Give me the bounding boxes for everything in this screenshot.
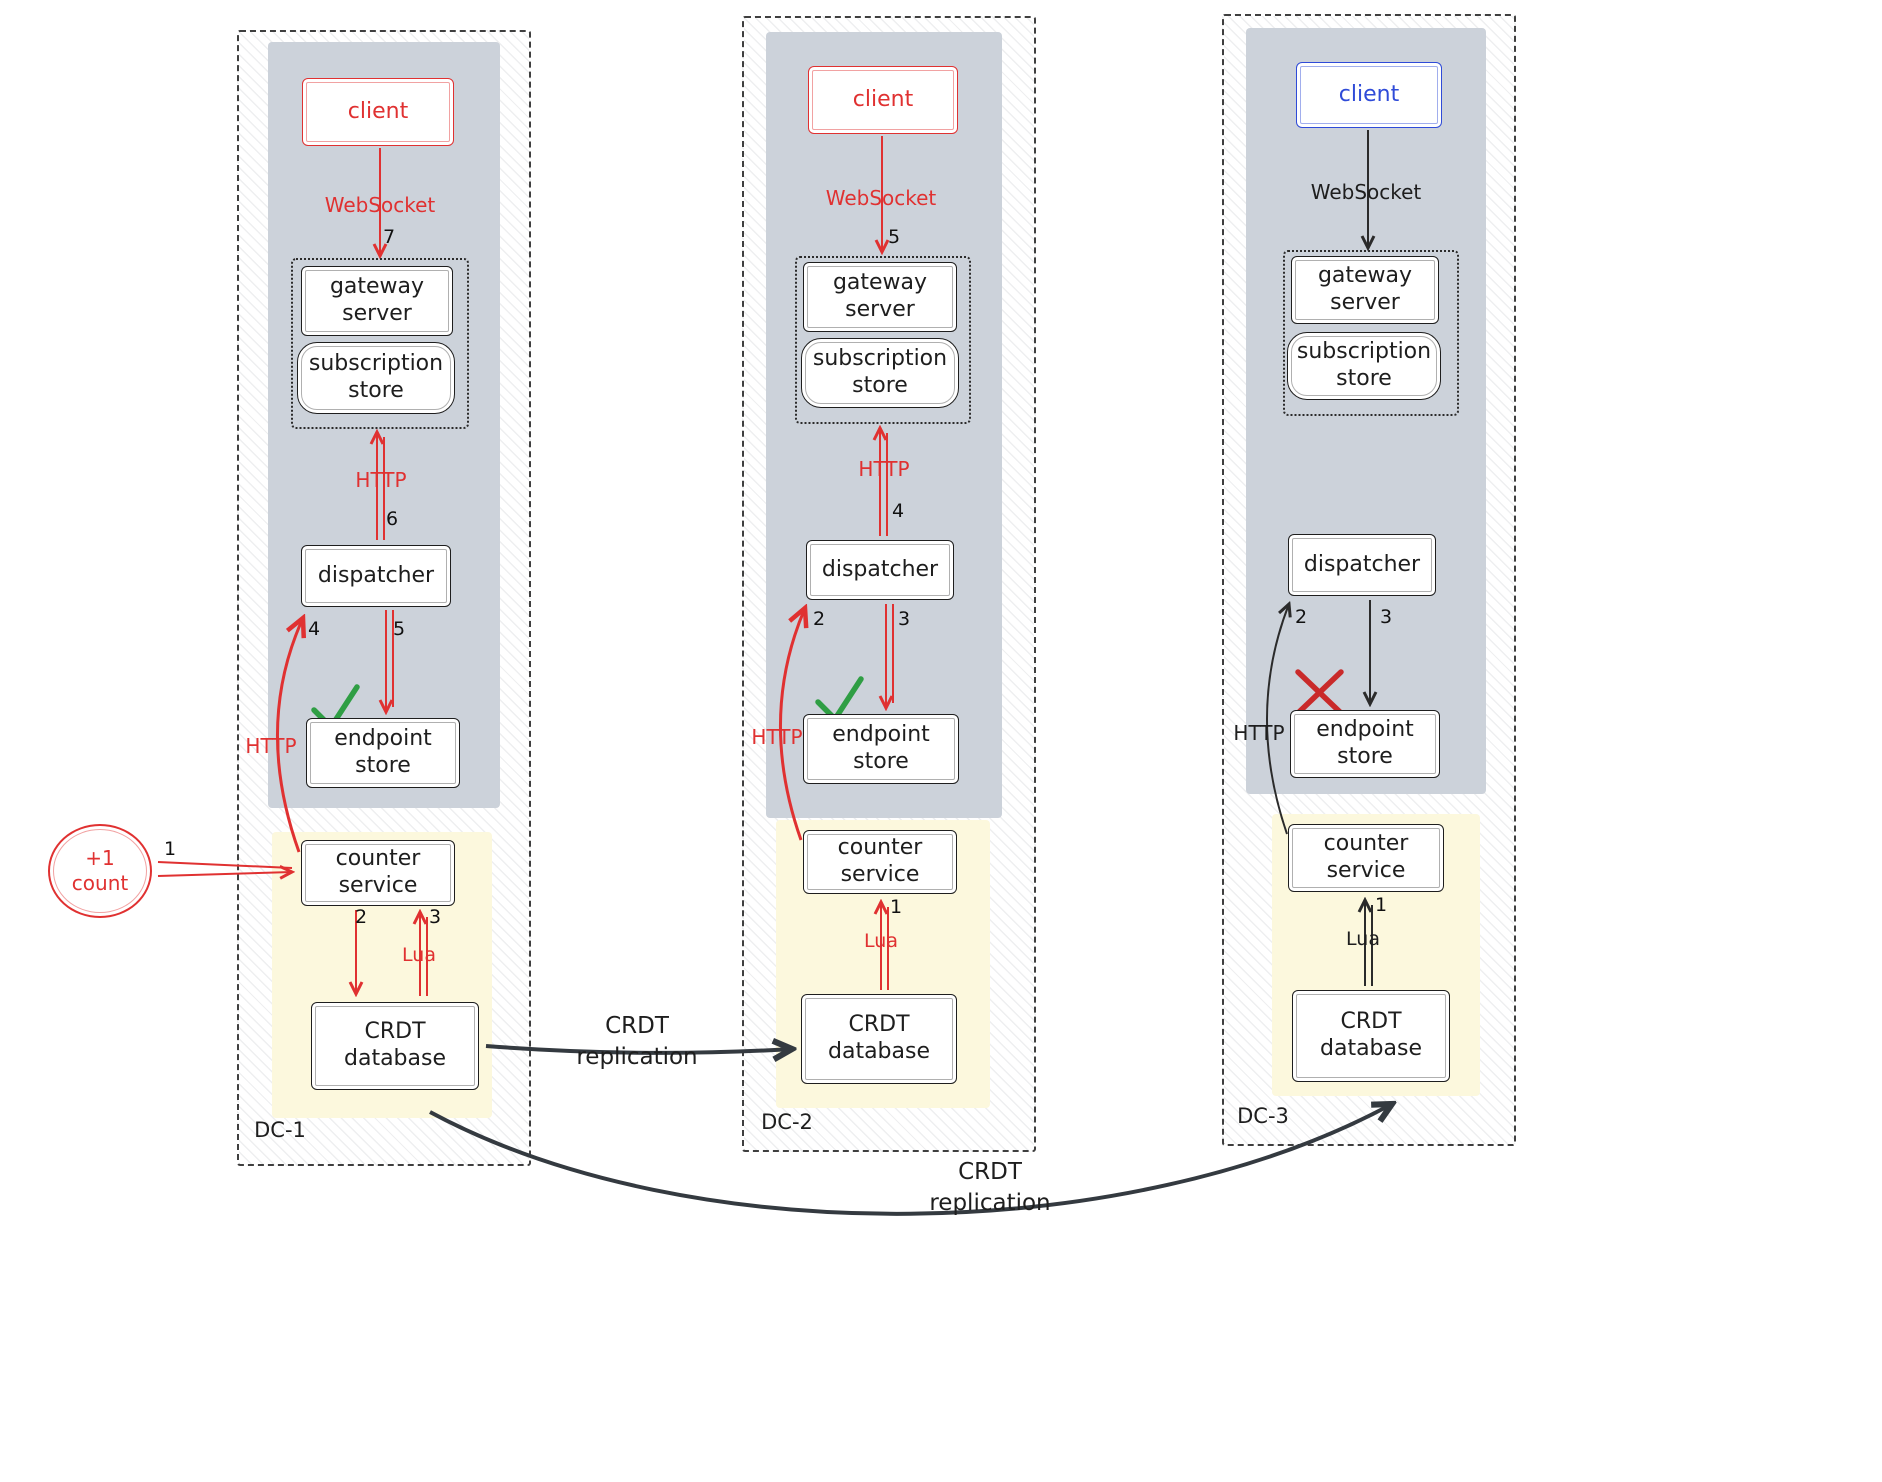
dc1-counter-to-dispatcher-arrow bbox=[276, 618, 303, 853]
dc3-dispatcher-in-step: 2 bbox=[1294, 606, 1308, 628]
dc2-db-notify-arrow bbox=[881, 902, 889, 990]
dc1-dispatcher-in-step: 4 bbox=[307, 618, 321, 640]
dc1-arrows bbox=[157, 148, 428, 996]
dc2-dispatcher-node: dispatcher bbox=[806, 540, 954, 600]
increment-text: +1 count bbox=[71, 846, 129, 895]
replication-label-dc1-dc3: CRDT replication bbox=[929, 1158, 1051, 1216]
dc3-http-side-label: HTTP bbox=[1233, 721, 1285, 745]
replication-label-dc1-dc2: CRDT replication bbox=[576, 1012, 698, 1070]
dc1-websocket-label: WebSocket bbox=[324, 193, 436, 217]
dc3-failure-x-icon bbox=[1295, 669, 1344, 716]
increment-step: 1 bbox=[163, 838, 177, 860]
dc2-counter-service-node: counter service bbox=[803, 830, 957, 894]
dc1-label: DC-1 bbox=[254, 1118, 306, 1142]
dc2-gateway-server-node: gateway server bbox=[803, 262, 957, 332]
dc1-crdt-database-node: CRDT database bbox=[311, 1002, 479, 1090]
dc3-arrows bbox=[1266, 130, 1373, 986]
dc3-endpoint-store-node: endpoint store bbox=[1290, 710, 1440, 778]
dc2-websocket-step: 5 bbox=[887, 226, 901, 248]
increment-arrow bbox=[157, 861, 292, 876]
dc3-client-node: client bbox=[1296, 62, 1442, 128]
dc1-gateway-server-node: gateway server bbox=[301, 266, 453, 336]
dc1-dispatcher-out-step: 5 bbox=[392, 618, 406, 640]
dc2-db-notify-step: 1 bbox=[889, 896, 903, 918]
dc1-lua-label: Lua bbox=[402, 944, 436, 966]
dc1-websocket-step: 7 bbox=[382, 226, 396, 248]
dc2-lua-label: Lua bbox=[864, 930, 898, 952]
dc1-http-up-step: 6 bbox=[385, 508, 399, 530]
dc3-dispatcher-node: dispatcher bbox=[1288, 534, 1436, 596]
dc3-websocket-label: WebSocket bbox=[1310, 180, 1422, 204]
dc2-arrows bbox=[779, 136, 894, 990]
dc2-dispatch-down-arrow bbox=[886, 604, 894, 708]
dc2-counter-to-dispatcher-arrow bbox=[779, 608, 805, 841]
dc3-label: DC-3 bbox=[1237, 1104, 1289, 1128]
dc3-subscription-store-node: subscription store bbox=[1287, 332, 1441, 400]
dc1-gray-zone bbox=[268, 42, 500, 808]
dc1-http-side-label: HTTP bbox=[245, 734, 297, 758]
dc2-http-side-label: HTTP bbox=[751, 725, 803, 749]
dc2-http-up-label: HTTP bbox=[858, 457, 910, 481]
dc1-dispatcher-node: dispatcher bbox=[301, 545, 451, 607]
dc2-subscription-store-node: subscription store bbox=[801, 338, 959, 408]
dc3-db-notify-arrow bbox=[1365, 900, 1373, 986]
dc2-dispatcher-out-step: 3 bbox=[897, 608, 911, 630]
dc2-endpoint-store-node: endpoint store bbox=[803, 714, 959, 784]
dc1-http-up-arrow bbox=[377, 432, 385, 540]
dc3-counter-service-node: counter service bbox=[1288, 824, 1444, 892]
dc2-http-up-arrow bbox=[880, 428, 888, 536]
dc3-gateway-server-node: gateway server bbox=[1291, 256, 1439, 324]
increment-bubble: +1 count bbox=[48, 824, 152, 918]
dc3-dispatcher-out-step: 3 bbox=[1379, 606, 1393, 628]
dc1-endpoint-store-node: endpoint store bbox=[306, 718, 460, 788]
dc2-websocket-label: WebSocket bbox=[825, 186, 937, 210]
dc3-db-notify-step: 1 bbox=[1374, 894, 1388, 916]
dc2-label: DC-2 bbox=[761, 1110, 813, 1134]
dc1-gateway-group bbox=[291, 258, 469, 429]
dc1-dispatch-down-arrow bbox=[386, 610, 394, 712]
dc2-crdt-database-node: CRDT database bbox=[801, 994, 957, 1084]
dc1-http-up-label: HTTP bbox=[355, 468, 407, 492]
replication-arrow-dc1-dc3 bbox=[429, 1104, 1392, 1216]
dc1-client-node: client bbox=[302, 78, 454, 146]
dc3-crdt-database-node: CRDT database bbox=[1292, 990, 1450, 1082]
dc2-dispatcher-in-step: 2 bbox=[812, 608, 826, 630]
dc2-http-up-step: 4 bbox=[891, 500, 905, 522]
dc1-db-notify-arrow bbox=[420, 912, 428, 996]
dc3-gateway-group bbox=[1283, 250, 1459, 416]
dc1-subscription-store-node: subscription store bbox=[297, 342, 455, 414]
dc1-db-write-step: 2 bbox=[354, 906, 368, 928]
dc3-counter-to-dispatcher-arrow bbox=[1266, 604, 1289, 835]
dc2-success-check-icon bbox=[815, 676, 864, 722]
dc3-lua-label: Lua bbox=[1346, 928, 1380, 950]
dc2-client-node: client bbox=[808, 66, 958, 134]
replication-arrow-dc1-dc2 bbox=[485, 1046, 792, 1053]
dc1-counter-service-node: counter service bbox=[301, 840, 455, 906]
dc1-db-notify-step: 3 bbox=[428, 906, 442, 928]
dc2-gateway-group bbox=[795, 256, 971, 424]
